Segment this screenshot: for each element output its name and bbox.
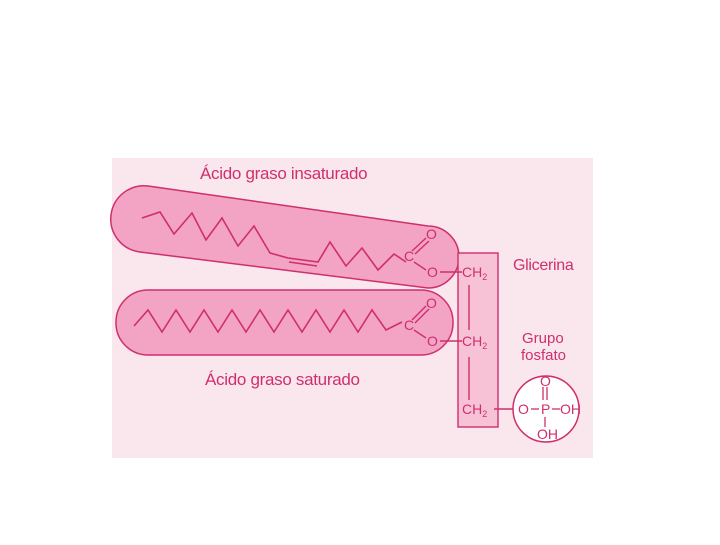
ch2-middle-subscript: 2 [482, 341, 488, 351]
ch2-bottom-text: CH [462, 401, 483, 417]
phosphate-hydroxyl-right: OH [560, 401, 581, 417]
ester-carbonyl-oxygen-2: O [426, 295, 437, 311]
glycerol-box [457, 252, 499, 428]
saturated-carbon-chain [133, 308, 403, 334]
bond-c-o-single-1 [413, 261, 427, 271]
unsaturated-fatty-acid-label: Ácido graso insaturado [200, 164, 368, 183]
phosphate-linking-oxygen: O [518, 401, 529, 417]
saturated-tail-shape [115, 289, 454, 356]
bond-c-o-double-1 [411, 237, 427, 252]
unsaturated-carbon-chain [141, 211, 407, 272]
phosphate-hydroxyl-bottom: OH [537, 426, 558, 442]
bond-c-o-single-2 [413, 329, 427, 339]
glycerol-ch2-top: CH2 [462, 265, 487, 284]
ester-oxygen-1: O [427, 264, 438, 280]
phosphate-group-label-line2: fosfato [521, 347, 567, 364]
ester-oxygen-2: O [427, 333, 438, 349]
ch2-top-subscript: 2 [482, 272, 488, 282]
phosphorus-atom: P [541, 401, 551, 417]
bond-c-o-double-2b [414, 308, 430, 324]
glycerol-ch-middle: CH2 [462, 334, 487, 353]
ch2-middle-text: CH [462, 333, 483, 349]
glycerol-label: Glicerina [513, 257, 574, 274]
ch2-bottom-subscript: 2 [482, 409, 488, 419]
phosphate-group-label-line1: Grupo [522, 330, 564, 347]
glycerol-ch2-bottom: CH2 [462, 402, 487, 421]
ester-carbonyl-oxygen-1: O [426, 226, 437, 242]
bond-c-o-double-2 [411, 305, 427, 321]
ch2-top-text: CH [462, 264, 483, 280]
ester-carbon-2: C [404, 317, 415, 333]
bond-c-o-double-1b [414, 240, 430, 255]
phosphate-circle [512, 375, 580, 443]
double-bond-line [288, 261, 318, 267]
phosphate-double-oxygen: O [540, 373, 551, 389]
saturated-fatty-acid-label: Ácido graso saturado [205, 370, 360, 389]
ester-carbon-1: C [404, 248, 415, 264]
